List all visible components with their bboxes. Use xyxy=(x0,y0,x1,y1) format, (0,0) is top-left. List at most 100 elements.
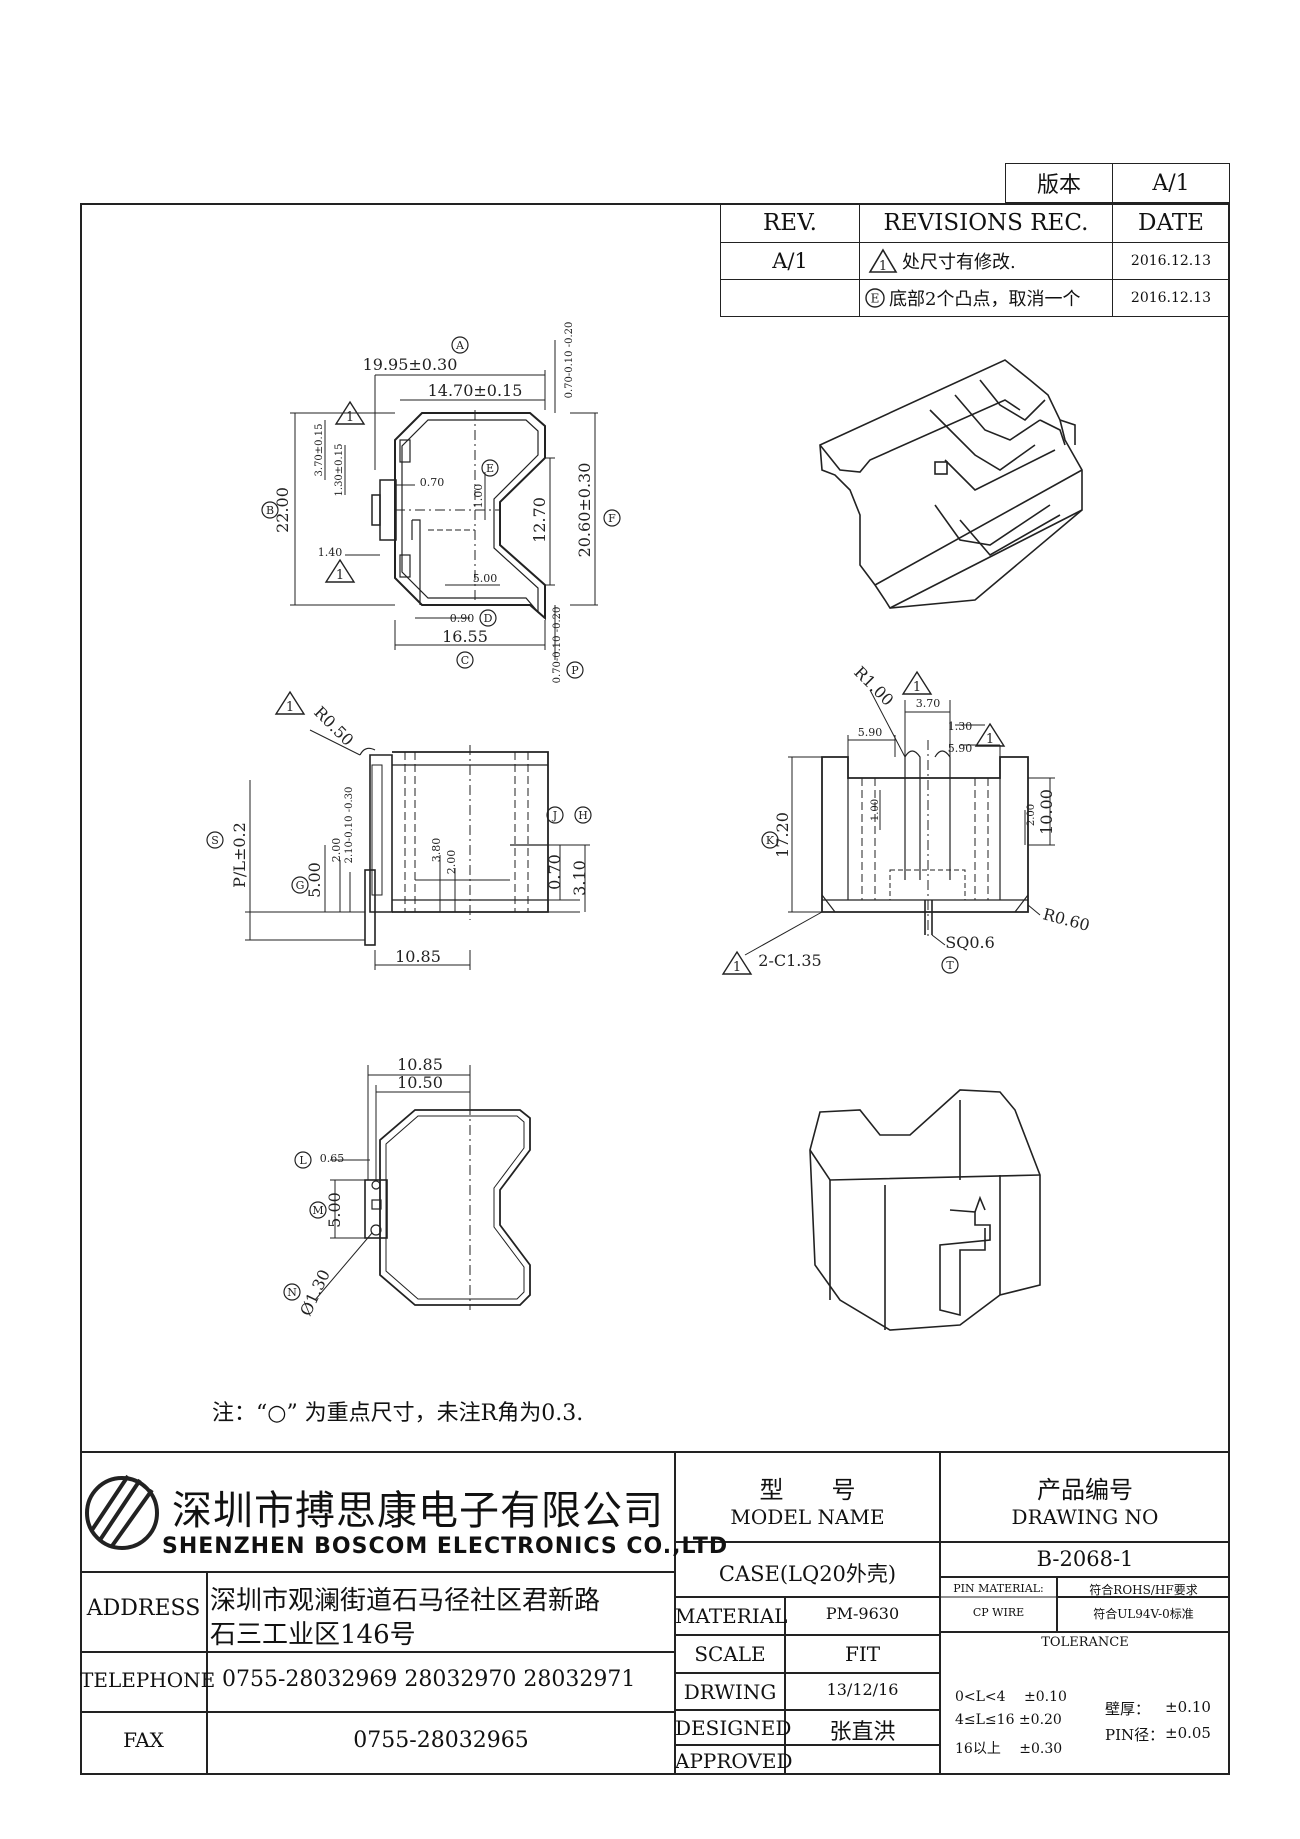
dim-sq0-6: SQ0.6 xyxy=(945,933,995,952)
dim-10-50: 10.50 xyxy=(397,1073,443,1092)
dim-1-30-front: 1.30 xyxy=(948,720,973,733)
dim-19-95: 19.95±0.30 xyxy=(363,355,458,374)
dim-r0-50: R0.50 xyxy=(310,703,357,750)
circle-n: N xyxy=(287,1286,297,1299)
dim-0-70-tol-top: 0.70-0.10 -0.20 xyxy=(564,322,575,399)
drwing-label: DRWING xyxy=(683,1680,777,1704)
dim-16-55: 16.55 xyxy=(442,627,488,646)
rev-header: REV. xyxy=(720,203,860,243)
dim-1-00-front: 1.00 xyxy=(870,799,881,821)
dim-r1-00: R1.00 xyxy=(850,663,897,710)
drawing-frame xyxy=(80,203,1230,1775)
dim-2-c1-35: 2-C1.35 xyxy=(758,951,821,970)
company-name-cn: 深圳市搏思康电子有限公司 xyxy=(172,1488,664,1534)
pin-diameter-value: ±0.05 xyxy=(1165,1724,1211,1742)
version-label: 版本 xyxy=(1005,163,1113,203)
circled-e-icon: E xyxy=(865,288,885,308)
fax-value: 0755-28032965 xyxy=(353,1728,529,1753)
fax-label: FAX xyxy=(123,1728,164,1752)
top-view-dims xyxy=(290,340,598,660)
title-block-grid xyxy=(80,1451,1230,1775)
dim-3-70-front: 3.70 xyxy=(916,697,941,710)
designed-value: 张直洪 xyxy=(829,1720,896,1745)
circle-t: T xyxy=(946,959,954,972)
ul-compliance: 符合UL94V-0标准 xyxy=(1093,1607,1194,1621)
scale-label: SCALE xyxy=(694,1642,766,1666)
dim-17-20: 17.20 xyxy=(773,812,792,858)
material-value: PM-9630 xyxy=(825,1604,900,1623)
model-value: CASE(LQ20外壳) xyxy=(718,1562,897,1586)
address-line-2: 石三工业区146号 xyxy=(210,1620,416,1650)
dim-1-40: 1.40 xyxy=(318,546,343,559)
dim-0-65: 0.65 xyxy=(320,1152,345,1165)
dim-pl: P/L±0.2 xyxy=(230,822,249,888)
circle-b: B xyxy=(266,504,274,517)
dim-22-00: 22.00 xyxy=(273,487,292,533)
svg-text:1: 1 xyxy=(286,700,294,715)
telephone-label: TELEPHONE xyxy=(80,1668,216,1692)
dim-0-70-top: 0.70 xyxy=(420,476,445,489)
revision-date-2: 2016.12.13 xyxy=(1112,279,1230,317)
dim-20-60: 20.60±0.30 xyxy=(575,463,594,558)
dim-5-00-side: 5.00 xyxy=(305,862,324,898)
pin-diameter-label: PIN径： xyxy=(1105,1726,1165,1744)
dim-2-00-side-b: 2.00 xyxy=(445,850,458,875)
circle-h: H xyxy=(578,809,588,822)
front-view-dims xyxy=(744,689,1055,956)
dim-5-00-bottom: 5.00 xyxy=(325,1192,344,1228)
dim-1-30: 1.30±0.15 xyxy=(334,444,345,497)
side-view-dims xyxy=(245,729,590,970)
dim-5-90-left: 5.90 xyxy=(858,726,883,739)
svg-text:1: 1 xyxy=(879,259,887,274)
material-label: MATERIAL xyxy=(675,1604,788,1628)
dim-0-90: 0.90 xyxy=(450,612,475,625)
model-name-cn: 型 号 xyxy=(759,1476,856,1504)
drawing-no-value: B-2068-1 xyxy=(1036,1547,1134,1571)
model-name-en: MODEL NAME xyxy=(730,1505,885,1529)
circled-refs xyxy=(206,336,959,1301)
dim-14-70: 14.70±0.15 xyxy=(428,381,523,400)
revision-triangle-icon: 1 xyxy=(868,248,898,274)
circle-d: D xyxy=(484,612,493,625)
isometric-view-1 xyxy=(819,359,1083,609)
drawing-no-cn: 产品编号 xyxy=(1037,1476,1133,1504)
dim-2-00-side: 2.00 xyxy=(330,838,343,863)
circle-j: J xyxy=(552,809,557,822)
dim-2-00-front: 2.00 xyxy=(1026,804,1037,826)
revision-row-2: E 底部2个凸点，取消一个 xyxy=(859,279,1113,317)
revisions-rec-header: REVISIONS REC. xyxy=(859,203,1113,243)
dim-r0-60: R0.60 xyxy=(1041,904,1092,935)
circle-f: F xyxy=(608,512,616,525)
dim-0-70-side: 0.70 xyxy=(545,854,564,890)
dim-3-10: 3.10 xyxy=(570,860,589,896)
svg-text:1: 1 xyxy=(733,960,741,975)
scale-value: FIT xyxy=(844,1642,881,1666)
svg-text:1: 1 xyxy=(913,680,921,695)
revision-text-2: 底部2个凸点，取消一个 xyxy=(889,289,1081,310)
svg-text:E: E xyxy=(871,292,880,306)
company-logo xyxy=(85,1474,159,1550)
dim-12-70: 12.70 xyxy=(530,497,549,543)
svg-text:1: 1 xyxy=(336,568,344,583)
wall-thickness-value: ±0.10 xyxy=(1165,1698,1211,1716)
bottom-view-dims xyxy=(314,1065,471,1301)
bottom-view-outline xyxy=(364,1105,531,1310)
revision-text-1: 处尺寸有修改. xyxy=(902,252,1016,273)
company-name-en: SHENZHEN BOSCOM ELECTRONICS CO.,LTD xyxy=(162,1534,729,1559)
circle-s: S xyxy=(211,834,219,847)
drawing-note: 注：“○” 为重点尺寸，未注R角为0.3. xyxy=(212,1401,584,1426)
top-view-outline xyxy=(371,410,546,621)
dim-5-90-right: 5.90 xyxy=(948,742,973,755)
drwing-value: 13/12/16 xyxy=(826,1680,899,1699)
dim-10-85-bottom: 10.85 xyxy=(397,1055,443,1074)
dim-1-00-top: 1.00 xyxy=(472,484,485,509)
tolerance-row-3: 16以上 ±0.30 xyxy=(955,1741,1063,1757)
front-view-outline xyxy=(821,740,1029,940)
tolerance-label: TOLERANCE xyxy=(1041,1635,1129,1650)
pin-material-label: PIN MATERIAL: xyxy=(953,1582,1044,1595)
dim-dia-1-30: Ø1.30 xyxy=(296,1267,334,1319)
drawing-no-en: DRAWING NO xyxy=(1011,1505,1159,1529)
circle-k: K xyxy=(766,834,775,847)
isometric-view-2 xyxy=(809,1089,1041,1331)
pin-material-value: CP WIRE xyxy=(972,1606,1025,1619)
